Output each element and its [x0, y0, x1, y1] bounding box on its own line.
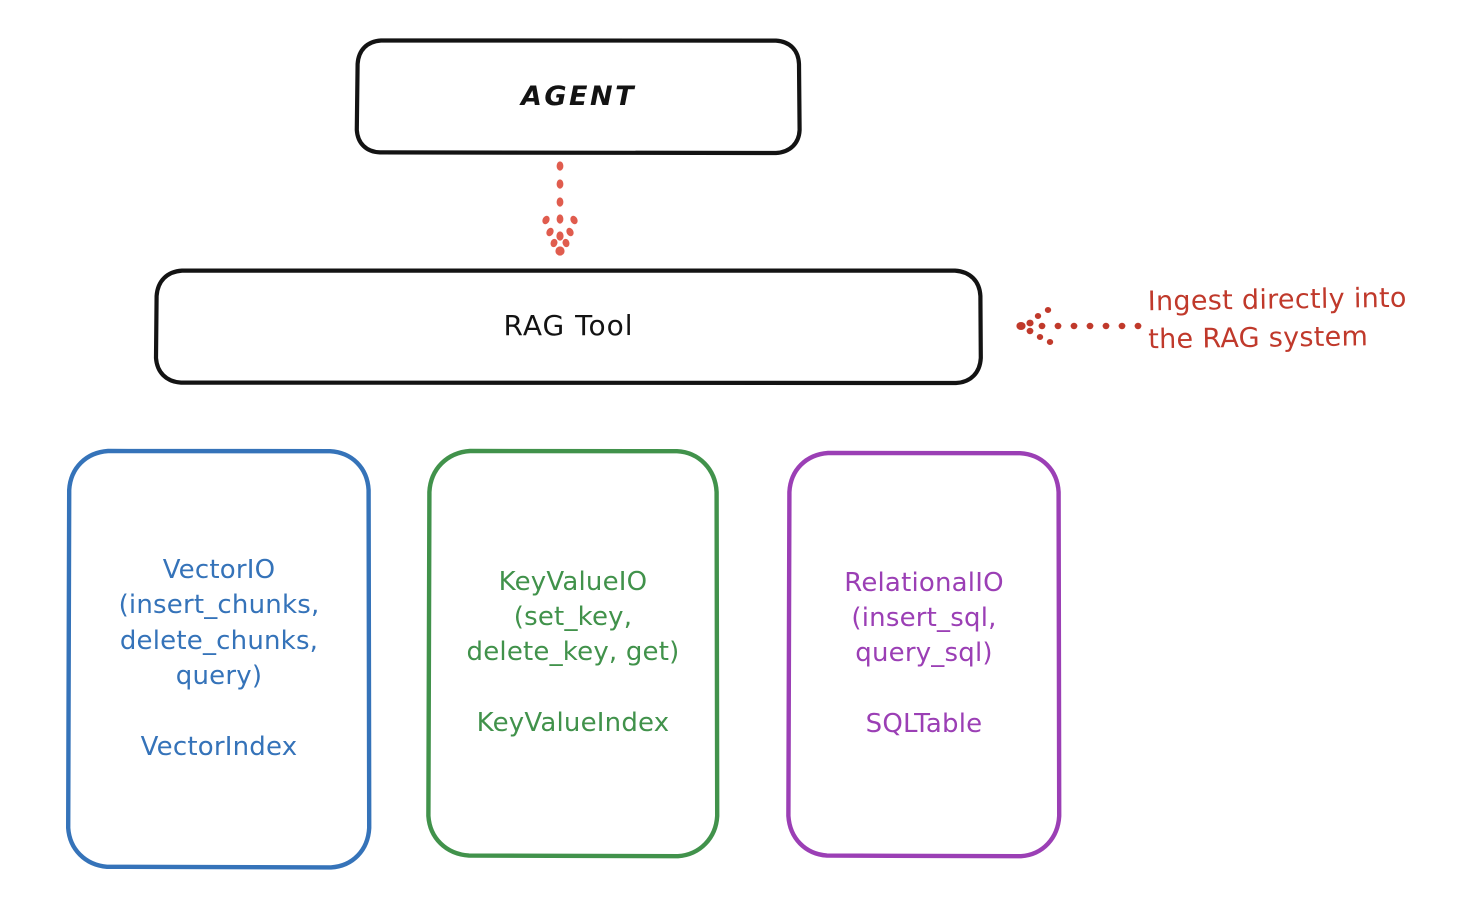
node-agent-label: AGENT: [520, 80, 636, 112]
node-vector-io-label: VectorIO (insert_chunks, delete_chunks, …: [118, 554, 320, 762]
node-agent[interactable]: AGENT: [354, 38, 802, 156]
node-key-value-io-label: KeyValueIO (set_key, delete_key, get) Ke…: [466, 566, 680, 739]
ingest-annotation-text: Ingest directly into the RAG system: [1147, 282, 1407, 356]
agent-to-ragtool-arrow: [542, 161, 578, 256]
node-key-value-io[interactable]: KeyValueIO (set_key, delete_key, get) Ke…: [426, 448, 720, 859]
ingest-arrow: [1016, 307, 1142, 345]
node-relational-io-label: RelationalIO (insert_sql, query_sql) SQL…: [844, 567, 1004, 740]
node-relational-io[interactable]: RelationalIO (insert_sql, query_sql) SQL…: [786, 450, 1062, 859]
node-vector-io[interactable]: VectorIO (insert_chunks, delete_chunks, …: [66, 448, 372, 870]
node-rag-tool-label: RAG Tool: [503, 309, 634, 343]
node-rag-tool[interactable]: RAG Tool: [153, 268, 983, 386]
